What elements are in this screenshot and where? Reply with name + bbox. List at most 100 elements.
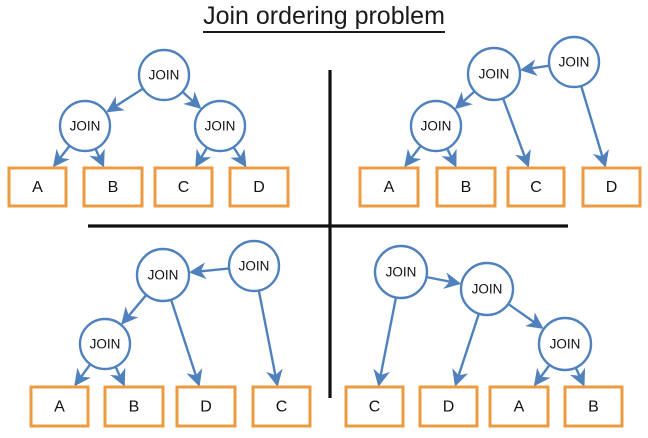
join-node[interactable]: JOIN bbox=[78, 317, 132, 371]
leaf-label: A bbox=[32, 179, 43, 196]
edge-arrow bbox=[441, 148, 457, 168]
join-node[interactable]: JOIN bbox=[537, 316, 593, 372]
join-node[interactable]: JOIN bbox=[137, 48, 191, 102]
leaf-box bbox=[488, 385, 550, 428]
join-circle bbox=[466, 46, 522, 102]
leaf-box bbox=[435, 166, 497, 208]
leaf-box bbox=[418, 385, 479, 428]
join-label: JOIN bbox=[90, 337, 121, 352]
join-node[interactable]: JOIN bbox=[193, 99, 247, 153]
leaf-box bbox=[29, 385, 90, 428]
join-circle bbox=[135, 247, 191, 303]
leaf-label: A bbox=[384, 179, 395, 196]
edge-arrow bbox=[580, 85, 609, 168]
join-circle bbox=[547, 35, 601, 89]
edge-arrow bbox=[373, 297, 397, 387]
join-node[interactable]: JOIN bbox=[135, 247, 191, 303]
leaf-box bbox=[153, 166, 214, 208]
leaf-relation-a[interactable]: A bbox=[7, 166, 68, 208]
leaf-box bbox=[344, 385, 405, 428]
edge-arrow bbox=[533, 364, 551, 387]
join-label: JOIN bbox=[479, 67, 510, 82]
leaf-relation-c[interactable]: C bbox=[251, 385, 312, 428]
leaf-box bbox=[228, 166, 290, 208]
edge-arrow bbox=[230, 146, 247, 168]
join-node[interactable]: JOIN bbox=[409, 99, 463, 153]
edge-arrow bbox=[452, 313, 480, 387]
leaf-box bbox=[7, 166, 68, 208]
join-label: JOIN bbox=[148, 268, 179, 283]
leaf-relation-c[interactable]: C bbox=[344, 385, 405, 428]
join-node[interactable]: JOIN bbox=[373, 244, 429, 300]
leaf-relation-d[interactable]: D bbox=[175, 385, 237, 428]
leaf-relation-b[interactable]: B bbox=[435, 166, 497, 208]
leaf-label: D bbox=[200, 399, 212, 416]
join-node[interactable]: JOIN bbox=[58, 99, 112, 153]
leaf-label: B bbox=[108, 179, 119, 196]
edge-arrow bbox=[170, 299, 203, 387]
edge-arrow bbox=[110, 366, 126, 387]
join-label: JOIN bbox=[559, 55, 590, 70]
leaf-relation-a[interactable]: A bbox=[29, 385, 90, 428]
join-label: JOIN bbox=[205, 119, 236, 134]
leaf-relation-a[interactable]: A bbox=[488, 385, 550, 428]
edge-arrow bbox=[89, 148, 105, 168]
join-node[interactable]: JOIN bbox=[459, 261, 515, 317]
leaf-relation-a[interactable]: A bbox=[358, 166, 420, 208]
leaf-relation-b[interactable]: B bbox=[82, 166, 144, 208]
join-label: JOIN bbox=[386, 265, 417, 280]
leaf-relation-d[interactable]: D bbox=[418, 385, 479, 428]
leaf-box bbox=[358, 166, 420, 208]
join-nodes-layer: JOIN JOIN JOIN JOIN JOIN JOIN JOIN JOIN JOIN JOIN… bbox=[58, 35, 601, 372]
edge-arrow bbox=[502, 98, 531, 168]
leaf-box bbox=[563, 385, 624, 428]
join-label: JOIN bbox=[70, 119, 101, 134]
edge-arrow bbox=[74, 363, 91, 387]
edge-arrow bbox=[257, 290, 283, 387]
leaf-label: C bbox=[530, 179, 542, 196]
edge-arrow bbox=[507, 303, 544, 329]
edge-arrow bbox=[195, 147, 212, 168]
leaf-box bbox=[175, 385, 237, 428]
leaf-label: C bbox=[369, 399, 381, 416]
page-title: Join ordering problem bbox=[0, 2, 648, 33]
leaf-label: A bbox=[54, 399, 65, 416]
join-node[interactable]: JOIN bbox=[547, 35, 601, 89]
leaf-relation-b[interactable]: B bbox=[103, 385, 165, 428]
join-circle bbox=[78, 317, 132, 371]
leaf-relation-d[interactable]: D bbox=[228, 166, 290, 208]
join-label: JOIN bbox=[239, 259, 270, 274]
join-circle bbox=[58, 99, 112, 153]
leaf-box bbox=[251, 385, 312, 428]
edge-arrow bbox=[52, 145, 71, 168]
edge-arrow bbox=[106, 87, 144, 113]
leaf-box bbox=[82, 166, 144, 208]
leaf-label: D bbox=[443, 399, 455, 416]
join-circle bbox=[227, 239, 281, 293]
join-circle bbox=[409, 99, 463, 153]
leaf-box bbox=[581, 166, 642, 208]
leaf-label: B bbox=[129, 399, 140, 416]
leaf-relation-c[interactable]: C bbox=[506, 166, 566, 208]
join-label: JOIN bbox=[472, 282, 503, 297]
edge-arrow bbox=[404, 145, 422, 168]
leaf-label: D bbox=[606, 179, 618, 196]
join-node[interactable]: JOIN bbox=[227, 239, 281, 293]
leaf-label: C bbox=[178, 179, 190, 196]
join-node[interactable]: JOIN bbox=[466, 46, 522, 102]
leaf-relation-b[interactable]: B bbox=[563, 385, 624, 428]
leaf-label: B bbox=[461, 179, 472, 196]
join-circle bbox=[537, 316, 593, 372]
page-title-text: Join ordering problem bbox=[203, 2, 445, 33]
leaf-relation-c[interactable]: C bbox=[153, 166, 214, 208]
leaf-label: B bbox=[588, 399, 599, 416]
edge-arrow bbox=[519, 59, 550, 76]
leaf-relation-d[interactable]: D bbox=[581, 166, 642, 208]
edges-layer bbox=[52, 59, 609, 387]
edge-arrow bbox=[454, 90, 476, 110]
join-circle bbox=[459, 261, 515, 317]
dividers-layer bbox=[88, 70, 568, 398]
leaf-label: C bbox=[276, 399, 288, 416]
